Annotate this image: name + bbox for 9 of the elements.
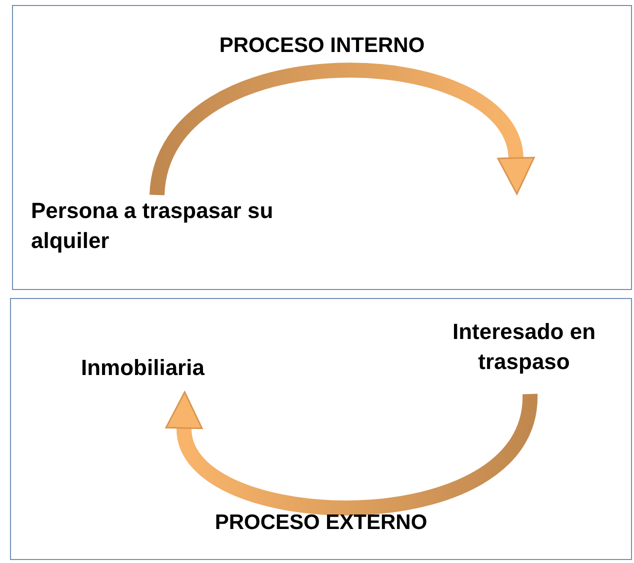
node-label: Persona a traspasar su alquiler — [31, 196, 321, 256]
panel-title: PROCESO EXTERNO — [214, 511, 428, 535]
panel-frame — [10, 298, 632, 560]
panel-title: PROCESO INTERNO — [218, 34, 426, 58]
node-label: Inmobiliaria — [81, 353, 261, 383]
panel-frame — [12, 5, 632, 290]
node-label: Interesado en traspaso — [429, 317, 619, 376]
curved-arrow — [166, 392, 538, 516]
curved-arrow — [150, 62, 534, 197]
